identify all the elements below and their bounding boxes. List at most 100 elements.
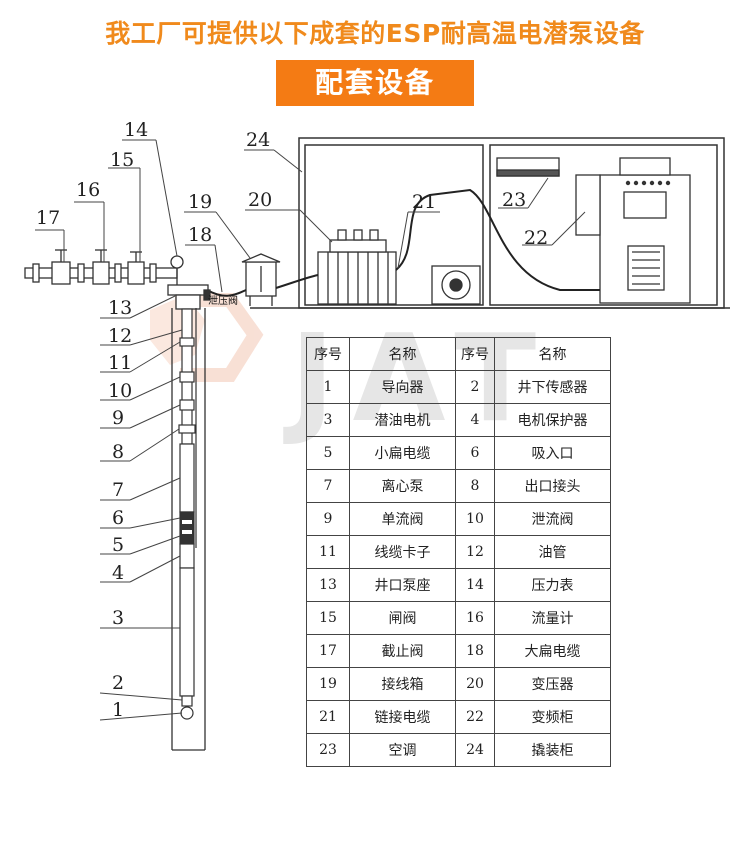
legend-cell-no: 16	[455, 601, 495, 635]
callout-15: 15	[110, 149, 135, 171]
legend-cell-no: 15	[306, 601, 350, 635]
legend-cell-name: 潜油电机	[349, 403, 456, 437]
legend-cell-name: 电机保护器	[494, 403, 611, 437]
legend-cell-name: 闸阀	[349, 601, 456, 635]
callout-19: 19	[188, 191, 213, 213]
legend-cell-name: 小扁电缆	[349, 436, 456, 470]
callout-7: 7	[112, 479, 125, 501]
legend-header-no: 序号	[306, 337, 350, 371]
vfd-cabinet	[575, 157, 691, 304]
callout-9: 9	[112, 407, 125, 429]
legend-cell-name: 压力表	[494, 568, 611, 602]
legend-cell-name: 导向器	[349, 370, 456, 404]
callout-18: 18	[188, 224, 213, 246]
callout-16: 16	[76, 179, 101, 201]
outdoor-fan-unit	[431, 265, 481, 305]
vfd-indicator-lights	[625, 180, 671, 186]
legend-cell-name: 出口接头	[494, 469, 611, 503]
legend-cell-name: 单流阀	[349, 502, 456, 536]
relief-valve-tag: 泄压阀	[208, 296, 238, 307]
legend-cell-name: 流量计	[494, 601, 611, 635]
legend-cell-no: 22	[455, 700, 495, 734]
legend-cell-no: 3	[306, 403, 350, 437]
page-headline: 我工厂可提供以下成套的ESP耐高温电潜泵设备	[105, 19, 645, 48]
legend-cell-name: 变频柜	[494, 700, 611, 734]
wellhead	[167, 284, 211, 310]
callout-21: 21	[412, 191, 437, 213]
legend-cell-no: 9	[306, 502, 350, 536]
legend-cell-name: 截止阀	[349, 634, 456, 668]
legend-header-row: 序号 名称 序号 名称	[306, 337, 611, 371]
legend-cell-no: 21	[306, 700, 350, 734]
legend-cell-no: 18	[455, 634, 495, 668]
legend-cell-no: 7	[306, 469, 350, 503]
callout-2: 2	[112, 672, 125, 694]
legend-cell-name: 井下传感器	[494, 370, 611, 404]
legend-cell-name: 大扁电缆	[494, 634, 611, 668]
callout-14: 14	[124, 119, 149, 141]
legend-cell-no: 24	[455, 733, 495, 767]
callout-1: 1	[112, 699, 125, 721]
callout-20: 20	[248, 189, 273, 211]
well-casing	[171, 308, 206, 751]
legend-cell-name: 空调	[349, 733, 456, 767]
callout-10: 10	[108, 380, 133, 402]
callout-3: 3	[112, 607, 125, 629]
transformer	[317, 229, 397, 305]
legend-cell-name: 撬装柜	[494, 733, 611, 767]
legend-cell-no: 1	[306, 370, 350, 404]
callout-4: 4	[112, 562, 125, 584]
legend-cell-name: 线缆卡子	[349, 535, 456, 569]
legend-header-no: 序号	[455, 337, 495, 371]
legend-cell-name: 离心泵	[349, 469, 456, 503]
legend-cell-no: 23	[306, 733, 350, 767]
surface-cables	[206, 188, 600, 297]
skid-cabinet	[250, 137, 730, 309]
legend-header-name: 名称	[494, 337, 611, 371]
legend-cell-no: 8	[455, 469, 495, 503]
legend-cell-no: 13	[306, 568, 350, 602]
legend-cell-no: 4	[455, 403, 495, 437]
callout-12: 12	[108, 325, 133, 347]
callout-leaders	[35, 139, 586, 721]
legend-cell-no: 17	[306, 634, 350, 668]
legend-cell-name: 井口泵座	[349, 568, 456, 602]
callout-24: 24	[246, 129, 271, 151]
callout-13: 13	[108, 297, 133, 319]
legend-cell-no: 10	[455, 502, 495, 536]
callout-5: 5	[112, 534, 125, 556]
callout-8: 8	[112, 441, 125, 463]
legend-cell-no: 14	[455, 568, 495, 602]
legend-cell-name: 变压器	[494, 667, 611, 701]
legend-cell-no: 11	[306, 535, 350, 569]
callout-6: 6	[112, 507, 125, 529]
legend-cell-no: 19	[306, 667, 350, 701]
legend-cell-no: 12	[455, 535, 495, 569]
callout-11: 11	[108, 352, 133, 374]
legend-cell-no: 6	[455, 436, 495, 470]
surface-flowline	[24, 249, 184, 285]
callout-22: 22	[524, 227, 549, 249]
legend-cell-name: 吸入口	[494, 436, 611, 470]
callout-17: 17	[36, 207, 61, 229]
legend-cell-name: 接线箱	[349, 667, 456, 701]
legend-cell-name: 链接电缆	[349, 700, 456, 734]
junction-box	[241, 253, 281, 306]
legend-cell-name: 泄流阀	[494, 502, 611, 536]
legend-cell-no: 5	[306, 436, 350, 470]
legend-header-name: 名称	[349, 337, 456, 371]
air-conditioner	[496, 157, 560, 177]
section-banner: 配套设备	[276, 60, 474, 106]
